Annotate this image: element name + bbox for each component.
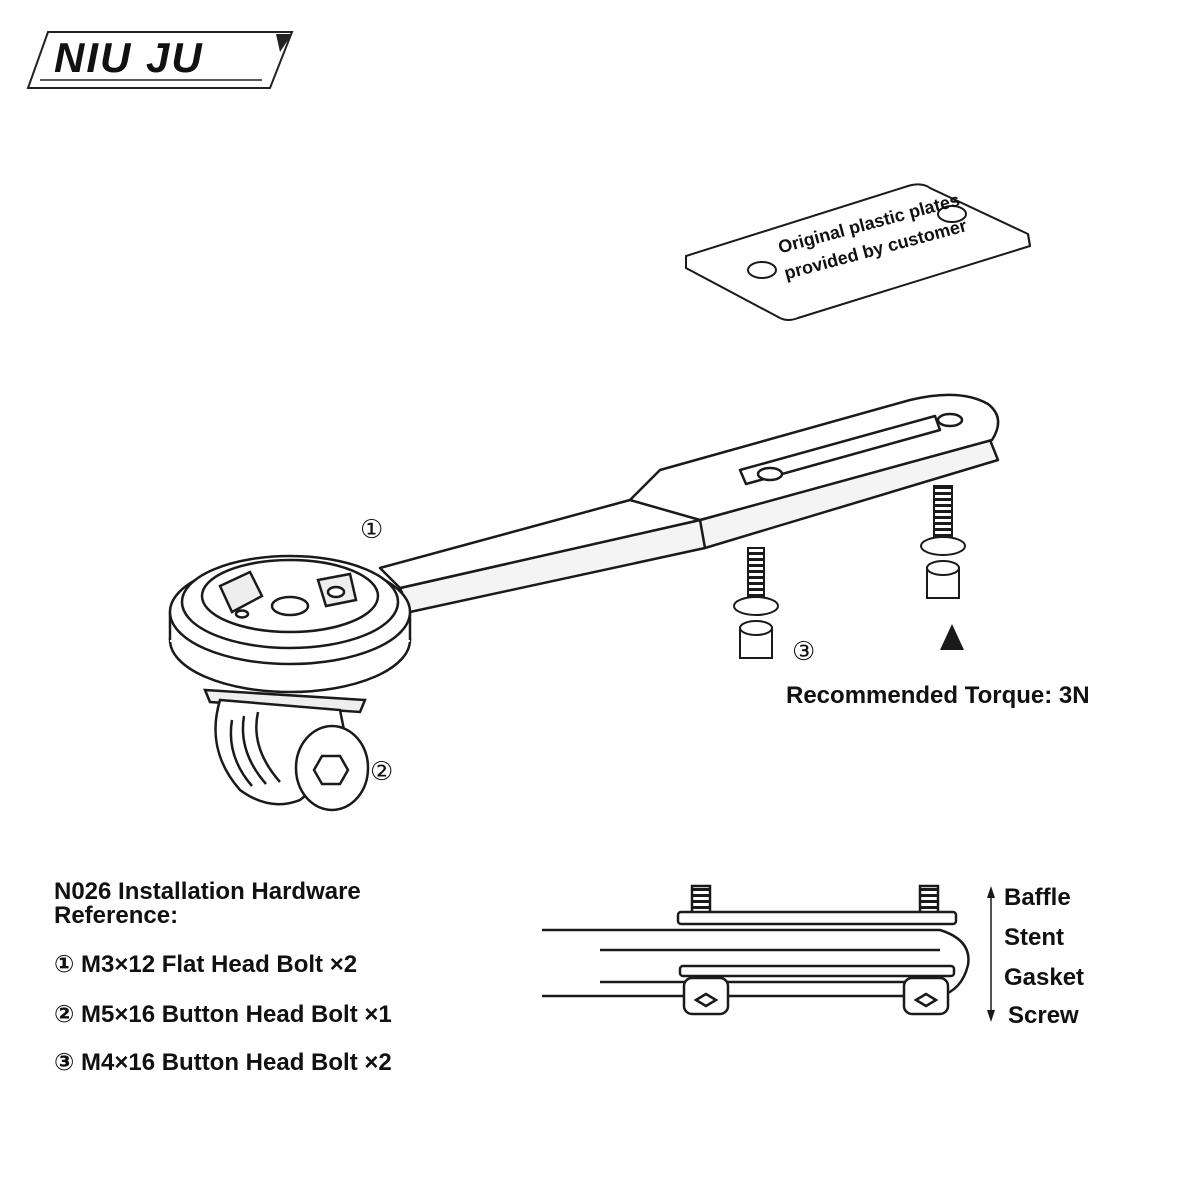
- reference-item-1: ① M3×12 Flat Head Bolt ×2: [54, 951, 358, 978]
- logo-mark-icon: [276, 34, 292, 52]
- hex-socket-icon: [312, 754, 350, 786]
- stack-label-baffle: Baffle: [1004, 884, 1071, 911]
- head-bolt-hole: [326, 585, 346, 599]
- marker-1: ①: [360, 514, 384, 544]
- reference-item-2: ② M5×16 Button Head Bolt ×1: [54, 1001, 392, 1028]
- plate-hole-left: [747, 261, 777, 279]
- reference-item-3: ③ M4×16 Button Head Bolt ×2: [54, 1049, 392, 1076]
- side-view: [542, 884, 995, 1022]
- mount-arm: [378, 393, 1000, 614]
- plate-hole-right: [937, 205, 967, 223]
- reference-title-line1: N026 Installation Hardware: [54, 878, 361, 905]
- torque-label: Recommended Torque: 3N: [786, 682, 1090, 709]
- stack-label-stent: Stent: [1004, 924, 1064, 951]
- bolt-right: [920, 485, 966, 599]
- arm-slot: [738, 414, 942, 486]
- stack-label-screw: Screw: [1008, 1002, 1079, 1029]
- computer-mount-head: [168, 554, 412, 694]
- logo-frame: [26, 31, 294, 89]
- reference-title-line2: Reference:: [54, 902, 179, 929]
- marker-3: ③: [792, 636, 816, 666]
- brand-logo: [26, 31, 294, 89]
- gopro-adapter: [203, 688, 370, 812]
- brand-logo-text: NIU JU: [54, 34, 204, 81]
- plastic-plate: [685, 183, 1032, 321]
- marker-2: ②: [370, 756, 394, 786]
- torque-arrow-icon: [940, 624, 964, 650]
- stack-label-gasket: Gasket: [1004, 964, 1085, 991]
- bolt-left: [733, 547, 779, 659]
